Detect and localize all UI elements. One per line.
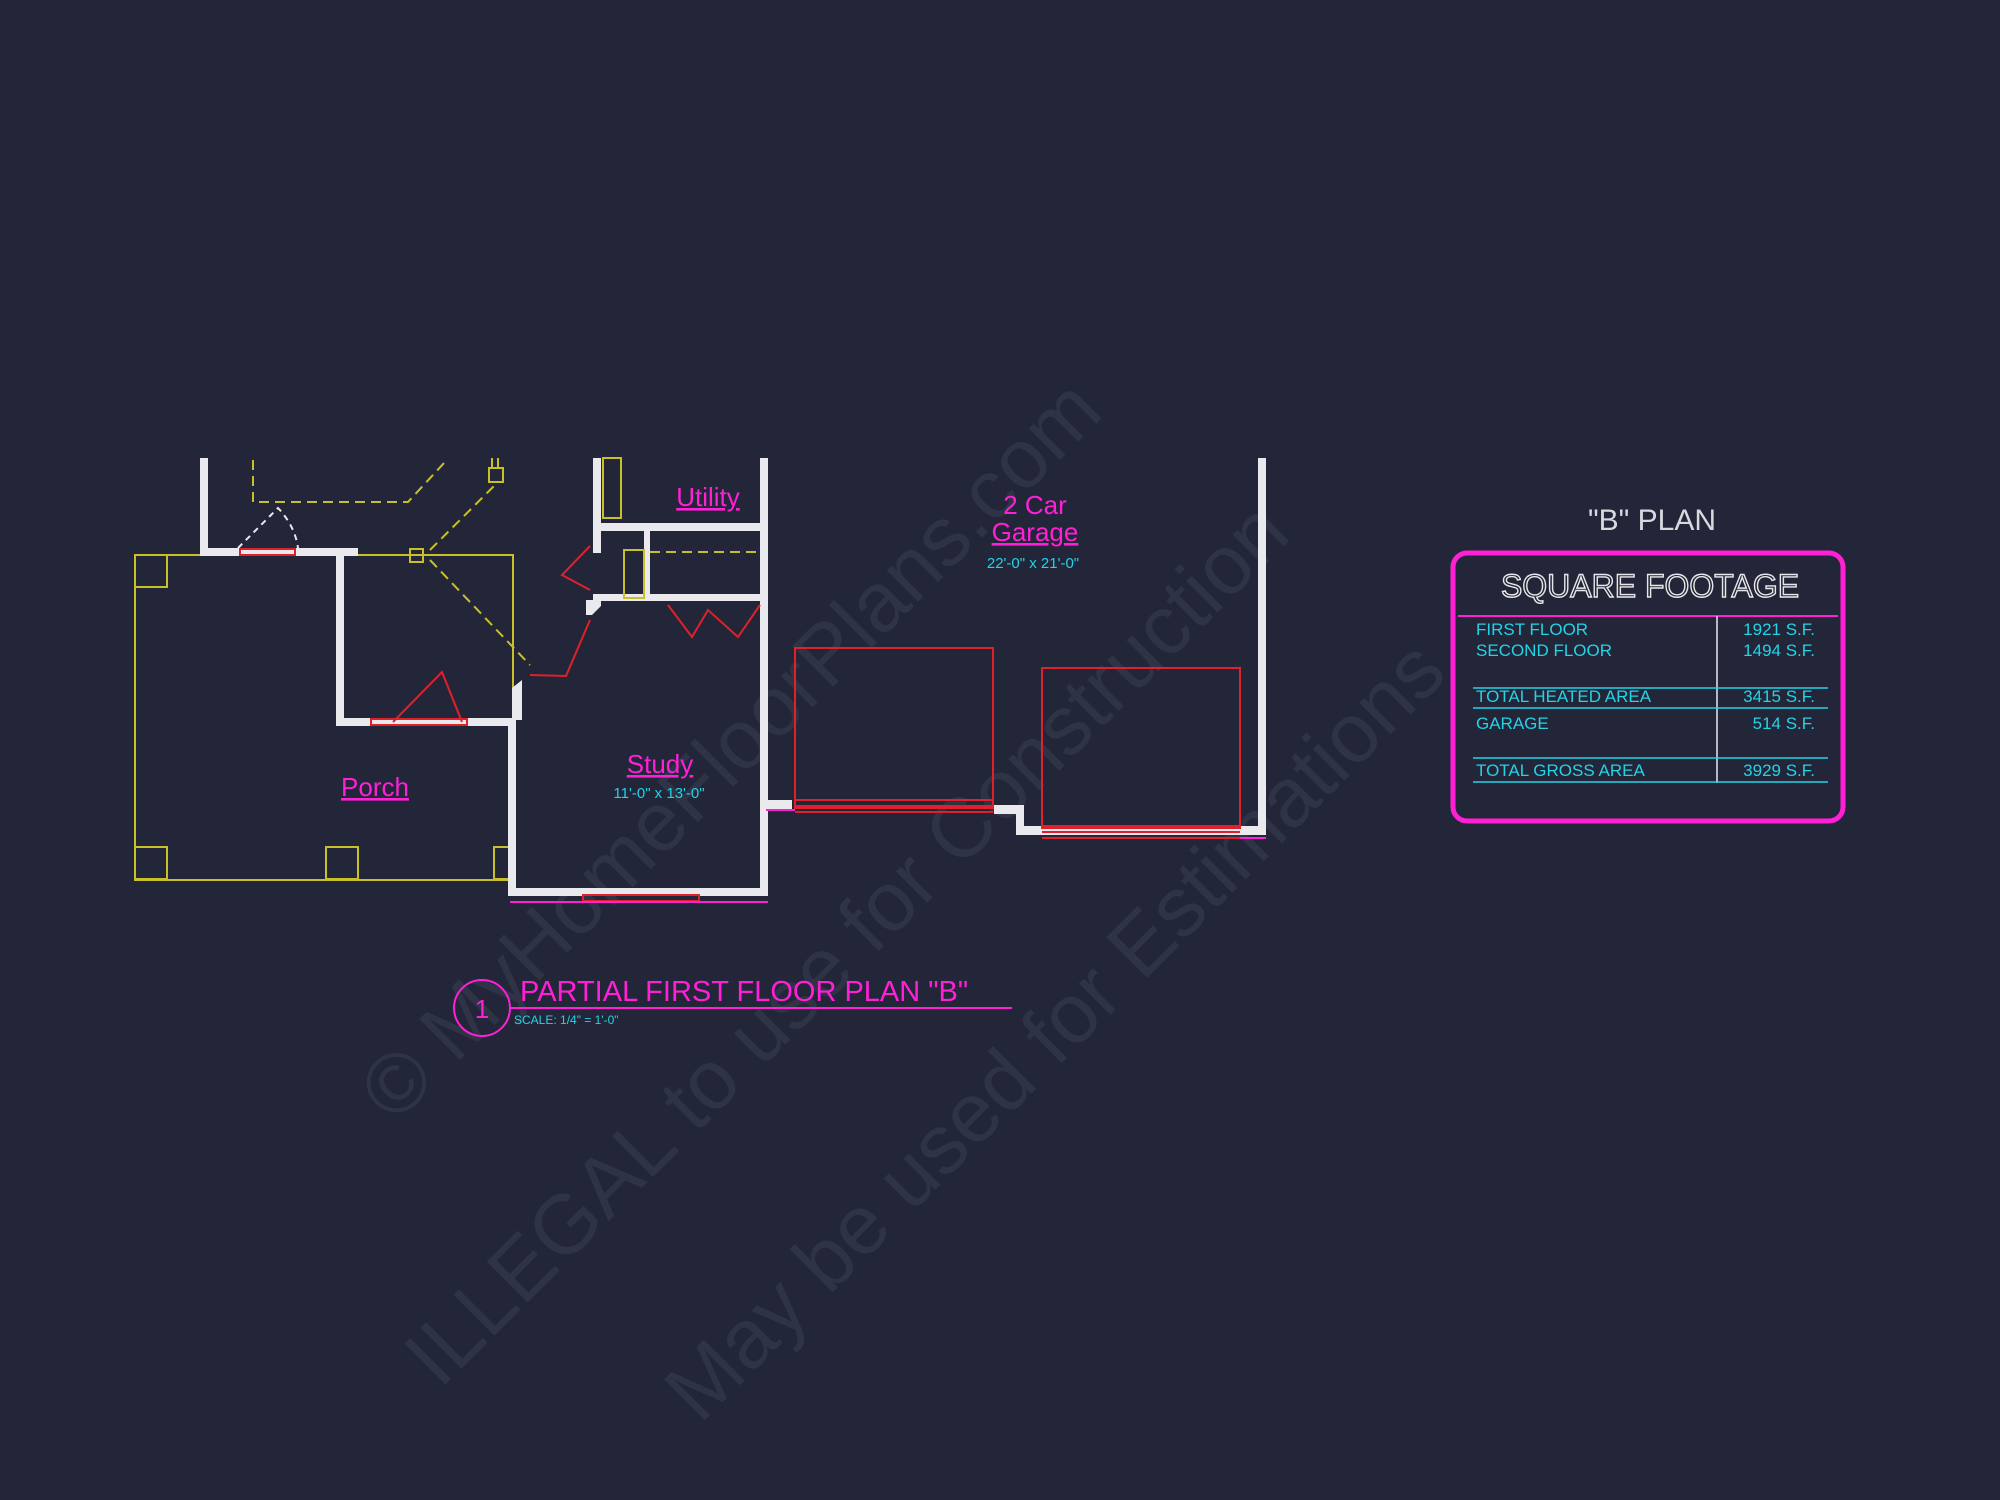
- plan-title: PARTIAL FIRST FLOOR PLAN "B": [520, 976, 968, 1008]
- plan-title-block: 1 PARTIAL FIRST FLOOR PLAN "B" SCALE: 1/…: [453, 976, 1012, 1037]
- sqft-row-value: 3415 S.F.: [1743, 687, 1815, 706]
- utility-fixtures: [602, 457, 760, 599]
- garage-label-line-2: Garage: [992, 517, 1079, 547]
- sqft-row-value: 1921 S.F.: [1743, 620, 1815, 639]
- sqft-row-label: SECOND FLOOR: [1476, 641, 1612, 660]
- sqft-row-label: FIRST FLOOR: [1476, 620, 1588, 639]
- room-dimensions: 22'-0" x 21'-0" 11'-0" x 13'-0": [613, 555, 1079, 802]
- sqft-frame: [1450, 550, 1846, 824]
- room-labels: Utility 2 Car Garage Study Porch: [341, 482, 1078, 802]
- sqft-row-value: 3929 S.F.: [1743, 761, 1815, 780]
- garage-dimensions: 22'-0" x 21'-0": [987, 555, 1079, 572]
- study-label: Study: [627, 749, 694, 779]
- sqft-row-label: TOTAL HEATED AREA: [1476, 687, 1652, 706]
- porch-label: Porch: [341, 772, 409, 802]
- sqft-heading: SQUARE FOOTAGE: [1501, 568, 1799, 604]
- garage-label-line-1: 2 Car: [1003, 490, 1067, 520]
- walls: [200, 458, 1266, 896]
- plan-label: "B" PLAN: [1588, 504, 1716, 537]
- plan-scale: SCALE: 1/4" = 1'-0": [514, 1013, 619, 1027]
- sqft-row-label: GARAGE: [1476, 714, 1549, 733]
- watermark: © MyHomeFloorPlans.com ILLEGAL to use fo…: [341, 361, 1462, 1438]
- porch-outline: [134, 458, 531, 881]
- porch-door-swing: [237, 506, 299, 549]
- utility-label: Utility: [676, 482, 740, 512]
- sqft-row-label: TOTAL GROSS AREA: [1476, 761, 1645, 780]
- wall-accents: [510, 809, 1266, 903]
- sqft-row-value: 1494 S.F.: [1743, 641, 1815, 660]
- square-footage-table: "B" PLAN SQUARE FOOTAGE FIRST FLOOR 1921…: [1450, 504, 1846, 824]
- plan-number: 1: [475, 994, 489, 1024]
- study-dimensions: 11'-0" x 13'-0": [613, 785, 704, 802]
- sqft-row-value: 514 S.F.: [1753, 714, 1815, 733]
